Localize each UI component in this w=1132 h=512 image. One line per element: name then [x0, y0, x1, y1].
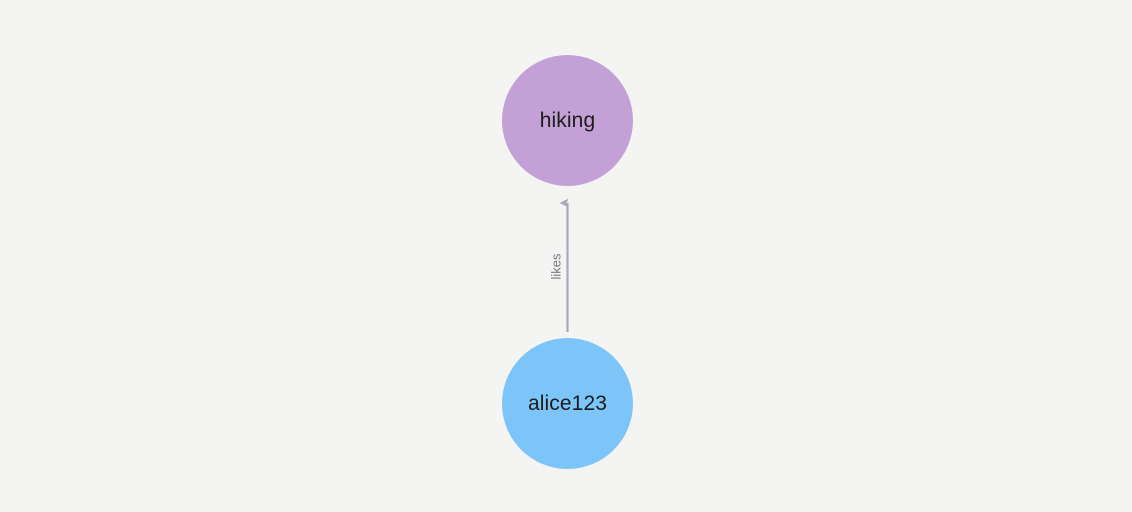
graph-node-hiking-label: hiking	[539, 109, 596, 132]
edge-label-likes: likes	[548, 253, 564, 280]
graph-node-hiking[interactable]: hiking	[502, 55, 633, 186]
graph-node-alice123-label: alice123	[527, 392, 608, 415]
graph-node-alice123[interactable]: alice123	[502, 338, 633, 469]
